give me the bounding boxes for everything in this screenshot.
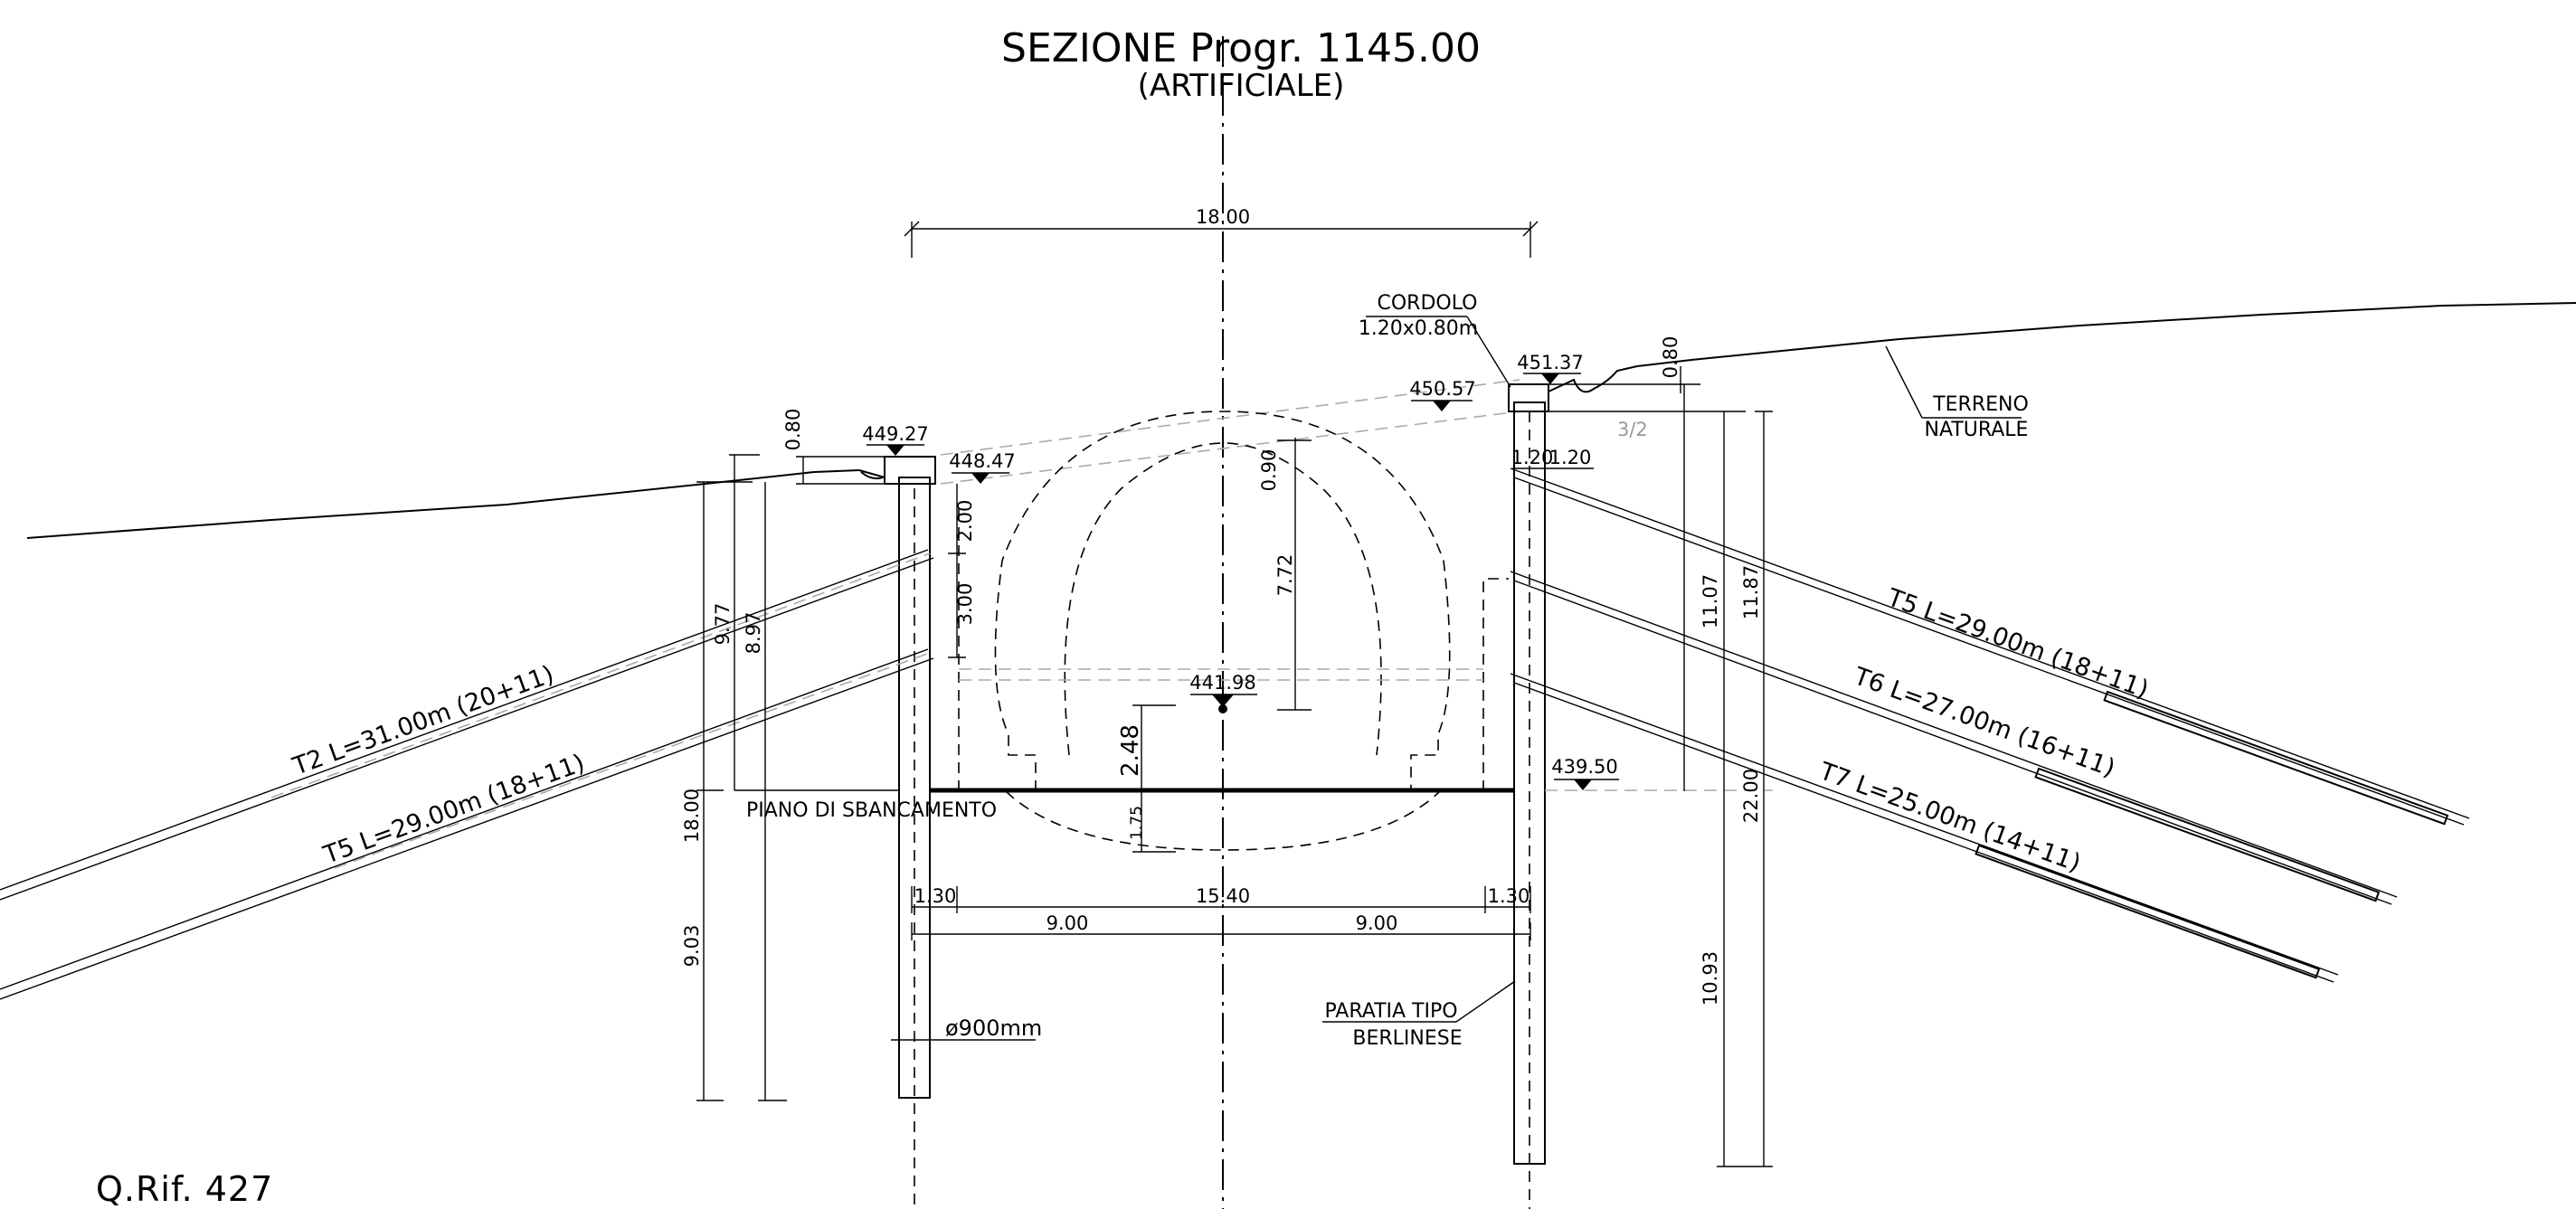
elevation-left-top: 449.27: [862, 423, 929, 456]
elevation-excavation: 439.50: [1551, 756, 1619, 790]
svg-text:PARATIA TIPO: PARATIA TIPO: [1324, 1000, 1457, 1023]
elevation-center: 441.98: [1189, 672, 1257, 713]
dim-left-anchors: 2.00 3.00: [948, 484, 976, 658]
svg-text:1.20x0.80m: 1.20x0.80m: [1359, 317, 1478, 340]
dim-tunnel-invert: 2.48 1.75: [1117, 704, 1176, 853]
dim-left-inner: 9.77 8.97: [712, 454, 900, 1101]
svg-text:449.27: 449.27: [862, 423, 928, 445]
right-pile-wall: [1508, 365, 1638, 1209]
svg-text:450.57: 450.57: [1409, 378, 1475, 400]
left-pile-wall: [858, 456, 936, 1209]
pile-diameter: ø900mm: [891, 1015, 1042, 1041]
svg-text:11.87: 11.87: [1740, 565, 1762, 619]
elevation-left-side: 448.47: [949, 450, 1016, 484]
svg-text:9.03: 9.03: [681, 925, 703, 968]
slope-ratio: 3/2: [1617, 419, 1648, 440]
anchor-right-t7-label: T7 L=25.00m (14+11): [1815, 757, 2085, 878]
tunnel-outline: [958, 411, 1509, 851]
svg-text:3.00: 3.00: [954, 583, 976, 626]
svg-text:22.00: 22.00: [1740, 769, 1762, 823]
excavation-plane-label: PIANO DI SBANCAMENTO: [746, 799, 997, 822]
svg-text:1.30: 1.30: [1488, 885, 1530, 907]
svg-text:9.00: 9.00: [1356, 912, 1398, 934]
svg-text:2.00: 2.00: [954, 500, 976, 543]
dim-top-width-label: 18.00: [1196, 206, 1250, 228]
curb-projection-lower: [940, 411, 1520, 485]
dim-right-curb: 1.20 1.20: [1511, 447, 1594, 469]
svg-text:BERLINESE: BERLINESE: [1352, 1027, 1462, 1050]
svg-text:CORDOLO: CORDOLO: [1377, 292, 1477, 315]
svg-text:NATURALE: NATURALE: [1925, 419, 2029, 441]
svg-text:1.20: 1.20: [1549, 447, 1592, 468]
svg-text:1.30: 1.30: [914, 885, 957, 907]
elevation-right-side: 450.57: [1409, 378, 1476, 411]
svg-text:10.93: 10.93: [1700, 951, 1721, 1006]
svg-text:1.20: 1.20: [1511, 447, 1554, 468]
dim-right-080: 0.80: [1660, 336, 1681, 393]
dim-left-outer: 18.00 9.03: [681, 481, 753, 1101]
anchor-right-t5: T5 L=29.00m (18+11): [1510, 468, 2470, 826]
anchor-left-upper-label: T2 L=31.00m (20+11): [289, 660, 558, 781]
svg-text:9.77: 9.77: [712, 603, 734, 646]
svg-text:439.50: 439.50: [1551, 756, 1617, 778]
anchor-left-lower-label: T5 L=29.00m (18+11): [319, 749, 589, 870]
svg-text:ø900mm: ø900mm: [945, 1015, 1042, 1041]
right-curb: [1508, 383, 1549, 412]
dim-tunnel-crown: 0.90 7.72: [1258, 438, 1312, 711]
anchor-right-t7: T7 L=25.00m (14+11): [1510, 673, 2339, 983]
natural-ground-right: [1636, 302, 2576, 367]
svg-text:11.07: 11.07: [1700, 574, 1721, 628]
svg-text:0.90: 0.90: [1258, 449, 1280, 492]
terreno-callout: TERRENO NATURALE: [1885, 345, 2029, 441]
svg-text:8.97: 8.97: [743, 612, 764, 655]
svg-text:451.37: 451.37: [1517, 352, 1583, 373]
anchor-left-upper: T2 L=31.00m (20+11): [0, 549, 934, 901]
svg-text:1.75: 1.75: [1128, 806, 1146, 840]
drawing-title: SEZIONE Progr. 1145.00: [1001, 25, 1481, 71]
dim-left-080: 0.80: [782, 409, 885, 485]
svg-text:18.00: 18.00: [681, 789, 703, 843]
dim-bottom-1: 1.30 15.40 1.30: [911, 885, 1531, 913]
paratia-callout: PARATIA TIPO BERLINESE: [1322, 980, 1516, 1050]
elevation-right-top: 451.37: [1517, 352, 1584, 384]
dim-bottom-2: 9.00 9.00: [911, 912, 1531, 940]
svg-text:7.72: 7.72: [1274, 554, 1296, 597]
svg-text:9.00: 9.00: [1046, 912, 1089, 934]
svg-text:15.40: 15.40: [1196, 885, 1250, 907]
svg-text:TERRENO: TERRENO: [1932, 393, 2029, 416]
cordolo-callout: CORDOLO 1.20x0.80m: [1359, 292, 1511, 388]
drawing-subtitle: (ARTIFICIALE): [1138, 68, 1345, 104]
curb-projection-upper: [940, 379, 1520, 456]
dim-top-width: 18.00: [904, 206, 1539, 258]
svg-text:0.80: 0.80: [782, 409, 804, 451]
svg-text:0.80: 0.80: [1660, 336, 1681, 379]
reference-elevation: Q.Rif. 427: [96, 1169, 273, 1209]
natural-ground-left: [26, 469, 860, 539]
svg-text:448.47: 448.47: [949, 450, 1015, 472]
svg-text:2.48: 2.48: [1117, 724, 1144, 777]
left-curb: [884, 456, 936, 485]
dim-right-vert: 11.07 11.87 22.00 10.93: [1545, 383, 1773, 1167]
svg-text:441.98: 441.98: [1189, 672, 1255, 694]
